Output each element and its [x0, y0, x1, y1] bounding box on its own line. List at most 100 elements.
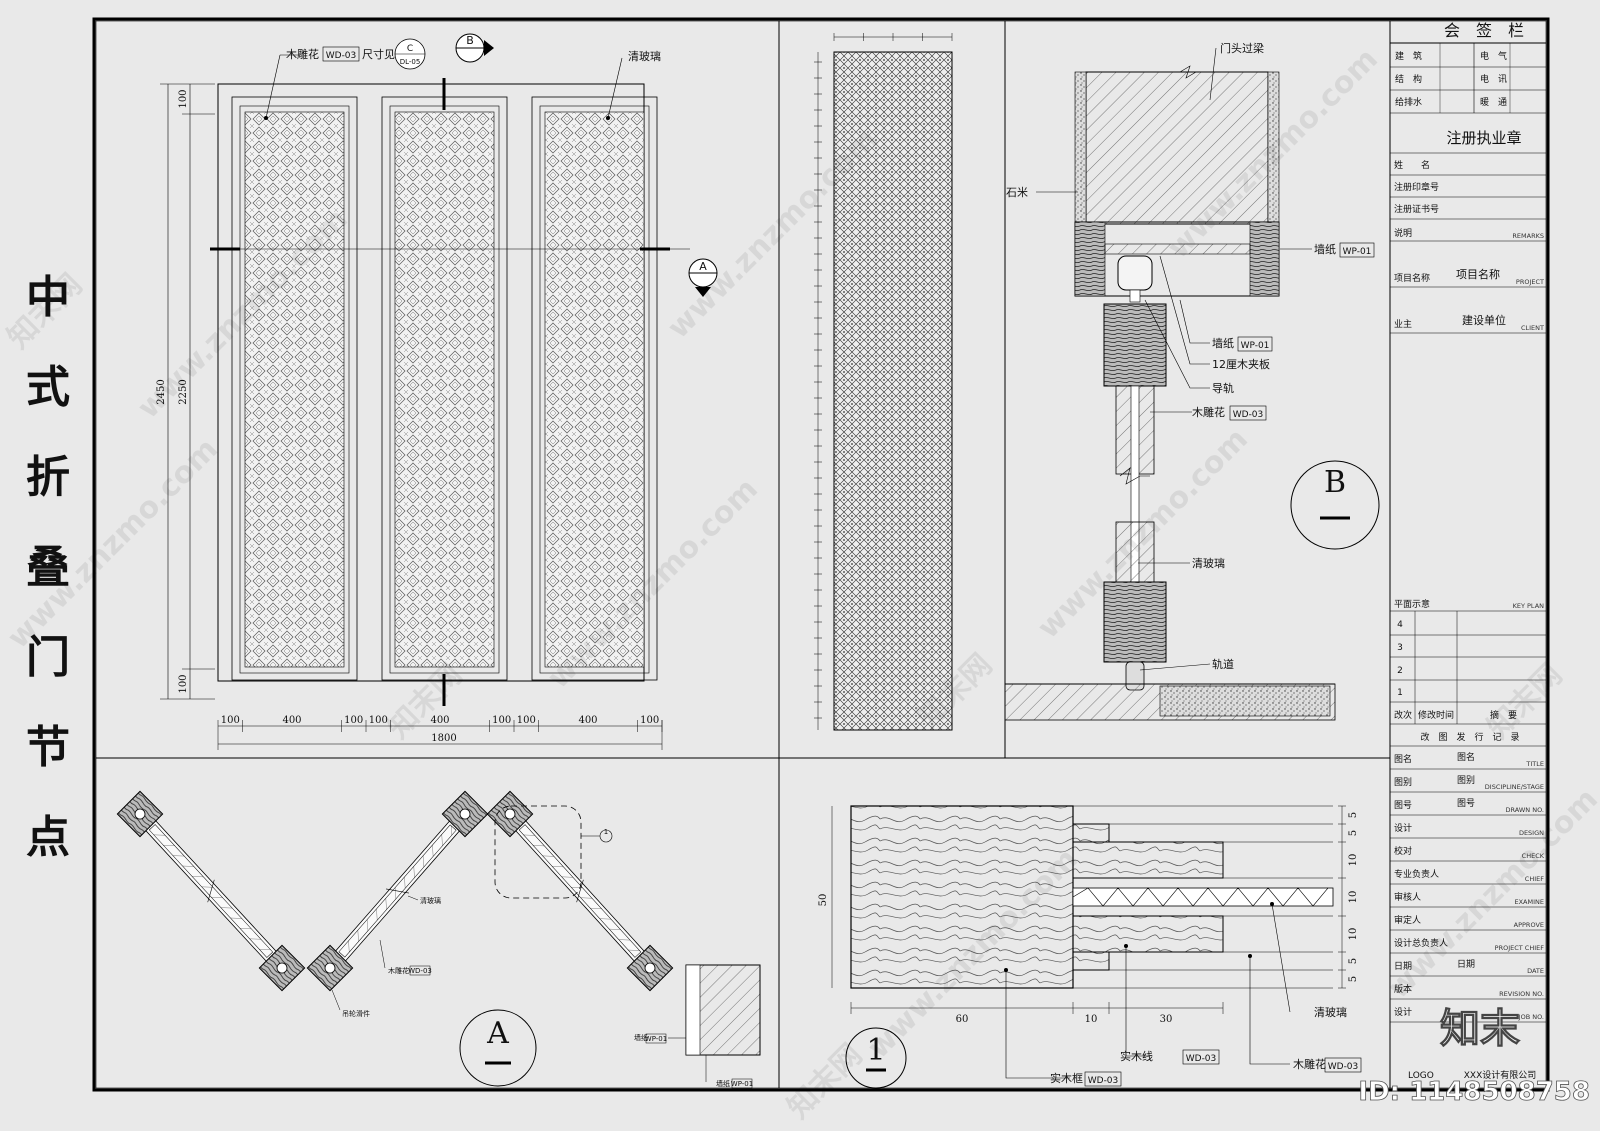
title-block-fields: 图名图名TITLE图别图别DISCIPLINE/STAGE图号图号DRAWN N… — [1390, 751, 1546, 1023]
watermark-id: ID: 1148508758 — [1358, 1077, 1590, 1107]
track-label: 轨道 — [1212, 657, 1234, 671]
watermark-brand-5: 知末网 — [1481, 657, 1569, 745]
title-char-6: 节 — [26, 722, 70, 773]
carving-d-leader — [1249, 956, 1290, 1065]
rev-header-1: 改次 — [1394, 709, 1412, 721]
detail-line-top — [1072, 823, 1110, 843]
tb-name: 姓 名 — [1394, 159, 1430, 171]
plan-glass-leader — [407, 895, 419, 901]
tb-field-value: 图名 — [1457, 751, 1475, 763]
sheet-inner-border — [95, 20, 1547, 1089]
line-leader — [1125, 946, 1150, 1057]
tb-field-label: 校对 — [1394, 845, 1412, 857]
panel-2-lattice — [394, 111, 495, 668]
dim-2450: 2450 — [156, 379, 167, 404]
plan-folding-leaves — [116, 790, 674, 992]
glass-d-label: 清玻璃 — [1314, 1005, 1347, 1019]
panel-3-lattice — [544, 111, 645, 668]
dim-horizontal-ticks — [217, 720, 663, 750]
plan-wallpaper-code-box — [645, 1033, 667, 1044]
detail-right-dim-value: 10 — [1348, 928, 1359, 941]
section-a-marker-label: A — [699, 260, 707, 273]
tb-field-en: CHECK — [1522, 852, 1545, 860]
plan-leaf — [504, 808, 656, 974]
plywood-label: 12厘木夹板 — [1212, 357, 1270, 371]
plan-leaf-block — [626, 944, 674, 992]
carving-leader-dot — [264, 116, 268, 120]
dim-top-100: 100 — [178, 89, 189, 108]
plan-a-detail: 1 清玻璃 木雕花 WD-03 吊轮滑件 墙纸 WP-01 墙纸 WP-01 A — [116, 790, 761, 1089]
detail-right-dim-value: 10 — [1348, 891, 1359, 904]
title-char-5: 门 — [26, 632, 70, 683]
vertical-title: 中 式 折 叠 门 节 点 — [26, 272, 70, 863]
rev-number-2: 2 — [1397, 666, 1403, 676]
size-ref-label: 尺寸见 — [362, 47, 395, 61]
tb-field-en: DISCIPLINE/STAGE — [1485, 783, 1544, 791]
title-char-1: 中 — [26, 272, 70, 323]
tb-field-en: EXAMINE — [1514, 898, 1544, 906]
plan-leaf-block — [258, 944, 306, 992]
wallpaper-code-box — [1339, 242, 1375, 258]
carving-label: 木雕花 — [286, 47, 319, 61]
section-b-marker: B — [455, 33, 494, 63]
sheet-border — [92, 17, 1550, 1092]
carving-leader — [265, 54, 281, 119]
panel-1-lattice — [244, 111, 345, 668]
tb-remarks-en: REMARKS — [1512, 232, 1544, 240]
hdim-value: 100 — [517, 715, 536, 726]
section-b-detail: 门头过梁 石米 墙纸 WP-01 墙纸 WP-01 12厘木夹板 导轨 木雕花 … — [1004, 41, 1380, 721]
frame-leader — [1005, 970, 1070, 1079]
tb-field-label: 图别 — [1394, 777, 1412, 788]
carving-code: WD-03 — [326, 51, 357, 61]
plan-hinge-leader — [331, 989, 341, 1011]
break-mark-leaf — [1119, 467, 1150, 485]
frame-code: WD-03 — [1088, 1076, 1119, 1086]
line-code: WD-03 — [1186, 1054, 1217, 1064]
tb-field-label: 设计 — [1394, 822, 1412, 834]
head-wood-right — [1249, 221, 1280, 297]
watermark-brand-4: 知末网 — [781, 1037, 869, 1125]
carving-b-label: 木雕花 — [1192, 405, 1225, 419]
detail-ref-bottom: DL-05 — [400, 58, 421, 66]
tb-cert-no: 注册证书号 — [1394, 203, 1439, 215]
rev-number-4: 4 — [1397, 620, 1403, 630]
tb-field-en: JOB NO. — [1518, 1013, 1544, 1021]
plan-wall-finish — [685, 964, 701, 1056]
tb-client-label: 业主 — [1394, 318, 1412, 330]
reg-stamp-title: 注册执业章 — [1446, 129, 1521, 147]
title-char-3: 折 — [26, 452, 70, 503]
line-code-box — [1182, 1049, 1220, 1065]
rev-header-2: 修改时间 — [1418, 709, 1454, 721]
panel-3-frame — [531, 96, 658, 681]
break-mark-top — [1179, 65, 1197, 79]
detail-right-dim-value: 5 — [1348, 958, 1359, 964]
tb-field-label: 版本 — [1394, 983, 1412, 995]
lintel-label: 门头过梁 — [1220, 41, 1264, 55]
tb-field-label: 审定人 — [1394, 914, 1421, 926]
tb-project-value: 项目名称 — [1456, 267, 1500, 281]
detail-ref-top: C — [407, 44, 413, 54]
sign-row-3-right: 暖 通 — [1480, 96, 1507, 108]
plan-a-tag-circle — [459, 1009, 537, 1087]
carving-b-code: WD-03 — [1233, 410, 1264, 420]
plan-hinge-label: 吊轮滑件 — [342, 1009, 370, 1018]
plan-carving-code: WD-03 — [408, 967, 432, 975]
tb-stamp-no: 注册印章号 — [1394, 181, 1439, 193]
track-leader — [1139, 663, 1211, 671]
stone-label: 石米 — [1006, 186, 1028, 199]
title-char-7: 点 — [26, 812, 70, 863]
plan-wallpaper-label: 墙纸 — [634, 1033, 648, 1042]
hanger-stem — [1129, 289, 1141, 303]
hdim-value: 100 — [221, 715, 240, 726]
panel-1-inner — [239, 105, 350, 674]
wallpaper2-code-box — [1237, 336, 1273, 352]
plan-a-tag: A — [486, 1016, 509, 1051]
glass-b-label: 清玻璃 — [1192, 556, 1225, 570]
detail-line-bottom — [1072, 951, 1110, 971]
carving-d-code: WD-03 — [1328, 1062, 1359, 1072]
tb-client-en: CLIENT — [1521, 324, 1544, 332]
tb-field-value: 日期 — [1457, 959, 1475, 970]
dim-bottom-100: 100 — [178, 674, 189, 693]
